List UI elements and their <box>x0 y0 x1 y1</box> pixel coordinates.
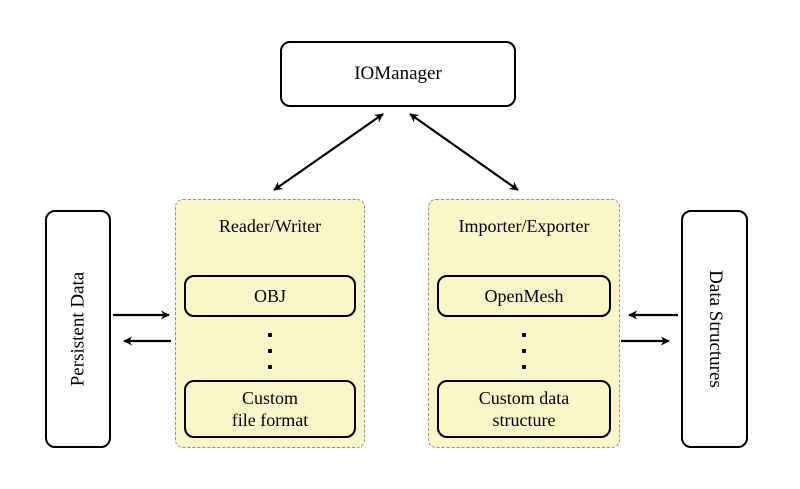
node-custom-data-structure: Custom data structure <box>437 380 611 438</box>
vdots-icon <box>176 333 364 369</box>
group-reader-writer: Reader/Writer OBJ Custom file format <box>175 199 365 448</box>
custom-data-structure-line2: structure <box>492 410 556 430</box>
vdots-icon <box>429 333 619 369</box>
importer-exporter-title: Importer/Exporter <box>458 216 590 236</box>
custom-file-format-line2: file format <box>231 410 309 430</box>
reader-writer-title: Reader/Writer <box>218 216 322 236</box>
arrow-iomanager-readerwriter <box>273 113 384 191</box>
obj-label: OBJ <box>253 285 286 306</box>
iomanager-label: IOManager <box>354 63 442 84</box>
custom-data-structure-line1: Custom data <box>478 387 570 408</box>
node-obj: OBJ <box>184 275 356 317</box>
custom-file-format-line1: Custom <box>241 387 298 408</box>
node-data-structures: Data Structures <box>681 210 748 448</box>
node-iomanager: IOManager <box>280 41 516 107</box>
data-structures-label: Data Structures <box>704 270 726 388</box>
node-openmesh: OpenMesh <box>437 275 611 317</box>
arrow-iomanager-importerexporter <box>409 113 519 191</box>
node-persistent-data: Persistent Data <box>45 210 111 448</box>
group-importer-exporter: Importer/Exporter OpenMesh Custom data s… <box>428 199 620 448</box>
openmesh-label: OpenMesh <box>484 285 564 306</box>
node-custom-file-format: Custom file format <box>184 380 356 438</box>
persistent-data-label: Persistent Data <box>67 271 89 387</box>
